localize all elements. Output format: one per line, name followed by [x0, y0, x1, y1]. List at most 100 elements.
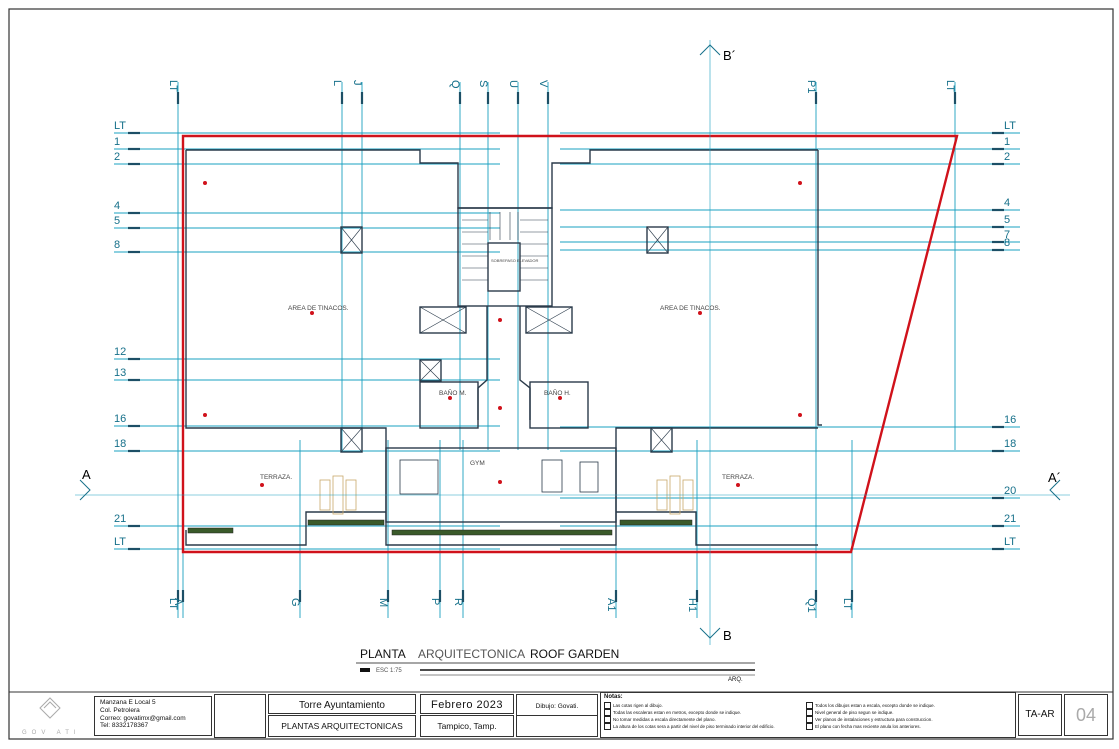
grid-label-right-21: 21	[1004, 513, 1016, 525]
grid-label-top-P1: P1	[805, 80, 817, 93]
grid-label-top-LT: LT	[944, 80, 956, 92]
stair-core	[457, 207, 553, 307]
title-part-2: ARQUITECTONICA	[418, 647, 525, 661]
grid-label-left-LT: LT	[114, 536, 126, 548]
note-item: El plano con fecha mas reciente anula lo…	[806, 723, 1012, 730]
grid-label-left-1: 1	[114, 136, 120, 148]
corridor-east	[519, 306, 531, 420]
grid-label-bottom-LT: LT	[841, 598, 853, 610]
blank-cell-2	[516, 715, 598, 737]
note-item: La altura de los cotas sera a partir del…	[604, 723, 804, 730]
blank-cell	[214, 694, 266, 738]
grid-label-top-S: S	[477, 80, 489, 87]
room-label-terraza-left: TERRAZA.	[260, 474, 292, 481]
north-wall	[186, 149, 818, 209]
section-markers	[79, 44, 1061, 639]
bano-m-room	[419, 381, 479, 429]
duct-left	[419, 306, 467, 334]
sheet-name: PLANTAS ARQUITECTONICAS	[281, 721, 403, 731]
section-b-top: B´	[723, 48, 736, 63]
grid-label-right-7: 7	[1004, 229, 1010, 241]
checkbox-icon	[604, 723, 611, 730]
grid-label-right-LT: LT	[1004, 536, 1016, 548]
terrace-band-top	[190, 427, 818, 546]
grid-label-left-16: 16	[114, 413, 126, 425]
contact-line: Col. Petrolera	[100, 706, 140, 714]
sheet-code: TA-AR	[1025, 709, 1055, 720]
corridor-west	[477, 306, 488, 420]
room-label-gym: GYM	[470, 460, 485, 467]
grid-label-bottom-R: R	[452, 598, 464, 606]
project-name: Torre Ayuntamiento	[299, 700, 385, 711]
grid-label-bottom-M: M	[377, 598, 389, 607]
grid-label-bottom-H1: H1	[686, 598, 698, 612]
grid-label-left-18: 18	[114, 438, 126, 450]
elevator-shaft	[487, 242, 521, 292]
grid-label-top-Q: Q	[449, 80, 461, 89]
level-markers	[203, 181, 802, 487]
bano-h-room	[529, 381, 589, 429]
grid-label-top-U: U	[507, 80, 519, 88]
note-item: Todas las escaleras estan en metros, exc…	[604, 709, 804, 716]
checkbox-icon	[604, 716, 611, 723]
project-cell: Torre Ayuntamiento	[268, 694, 416, 714]
sheet-frame	[8, 8, 1114, 740]
room-label-bano-h: BAÑO H.	[544, 388, 571, 397]
grid-label-left-5: 5	[114, 215, 120, 227]
grid-label-left-13: 13	[114, 367, 126, 379]
room-label-tinacos-left: AREA DE TINACOS.	[288, 305, 349, 312]
arq-label: ARQ.	[728, 677, 743, 683]
note-item: Las cotas rigen al dibujo.	[604, 702, 804, 709]
grid-label-right-16: 16	[1004, 414, 1016, 426]
notes-right: Todos los dibujos estan a escala, except…	[806, 702, 1012, 730]
grid-label-right-20: 20	[1004, 485, 1016, 497]
property-boundary	[181, 134, 959, 554]
checkbox-icon	[806, 702, 813, 709]
room-label-terraza-right: TERRAZA.	[722, 474, 754, 481]
grid-label-bottom-P: P	[429, 598, 441, 605]
checkbox-icon	[806, 723, 813, 730]
room-label-tinacos-right: AREA DE TINACOS.	[660, 305, 721, 312]
grid-label-right-1: 1	[1004, 136, 1010, 148]
contact-line: Correo: govatimx@gmail.com	[100, 714, 186, 722]
drawn-by-cell: Dibujo: Govati.	[516, 694, 598, 716]
grid-label-top-J: J	[351, 80, 363, 86]
grid-label-left-2: 2	[114, 151, 120, 163]
note-item: Ver planos de instalaciones y estructura…	[806, 716, 1012, 723]
grid-label-right-5: 5	[1004, 214, 1010, 226]
grid-label-bottom-LT: LT	[167, 598, 179, 610]
stair-treads	[462, 212, 548, 281]
section-a-left: A	[82, 467, 91, 482]
logo-icon	[39, 697, 61, 719]
gym-room	[385, 447, 617, 523]
notes-left: Las cotas rigen al dibujo. Todas las esc…	[604, 702, 804, 730]
sheet-code-cell: TA-AR	[1018, 694, 1062, 736]
logo-text: GOV ATI	[22, 730, 81, 736]
date: Febrero 2023	[430, 699, 504, 711]
title-part-3: ROOF GARDEN	[530, 647, 619, 661]
duct-right	[525, 306, 573, 334]
scale-label: ESC 1:75	[376, 668, 402, 674]
floor-plan-walls	[185, 149, 822, 546]
sheet-number-cell: 04	[1064, 694, 1108, 736]
sheet-number: 04	[1075, 705, 1097, 725]
checkbox-icon	[806, 716, 813, 723]
planters	[187, 519, 693, 536]
checkbox-icon	[604, 702, 611, 709]
title-part-1: PLANTA	[360, 647, 406, 661]
grid-label-left-21: 21	[114, 513, 126, 525]
checkbox-icon	[604, 709, 611, 716]
section-a-right: A´	[1048, 470, 1061, 485]
notes-title: Notas:	[604, 694, 623, 700]
room-label-bano-m: BAÑO M.	[439, 388, 467, 397]
grid-label-right-LT: LT	[1004, 120, 1016, 132]
section-b-bottom: B	[723, 628, 732, 643]
location: Tampico, Tamp.	[437, 721, 497, 731]
grid-label-bottom-A1: A1	[605, 598, 617, 611]
date-cell: Febrero 2023	[420, 694, 514, 714]
grid-label-right-18: 18	[1004, 438, 1016, 450]
contact-box: Manzana E Local 5 Col. Petrolera Correo:…	[94, 696, 212, 736]
note-item: Todos los dibujos estan a escala, except…	[806, 702, 1012, 709]
